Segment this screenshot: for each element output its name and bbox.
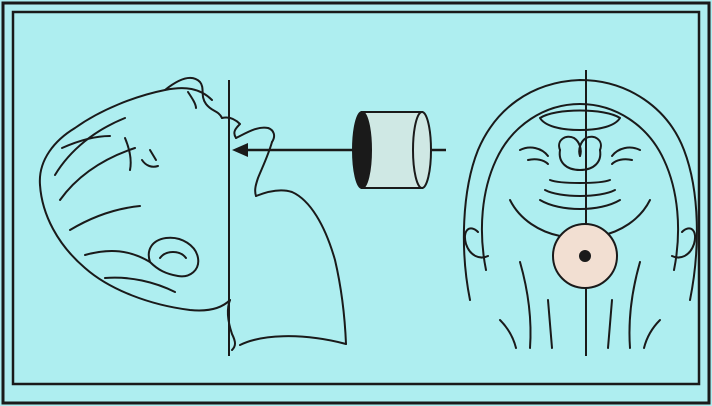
eye-left [520,148,548,156]
ear [149,238,198,277]
ear-right [672,228,695,257]
ear-left [465,228,488,257]
skull-outline [40,88,212,185]
neck-right [629,262,640,348]
chin [540,111,620,131]
eye-right [612,148,640,156]
cylinder-device [353,112,446,188]
face-profile [165,78,222,118]
frontal-head-drawing [464,80,697,348]
neck-target [553,224,617,288]
nostril-right [579,137,601,156]
lateral-head-drawing [40,78,346,350]
outer-border [3,3,709,403]
neck-left [520,262,531,348]
beam-arrow [232,143,358,157]
inner-border [13,12,699,384]
nostril-left [559,137,581,156]
